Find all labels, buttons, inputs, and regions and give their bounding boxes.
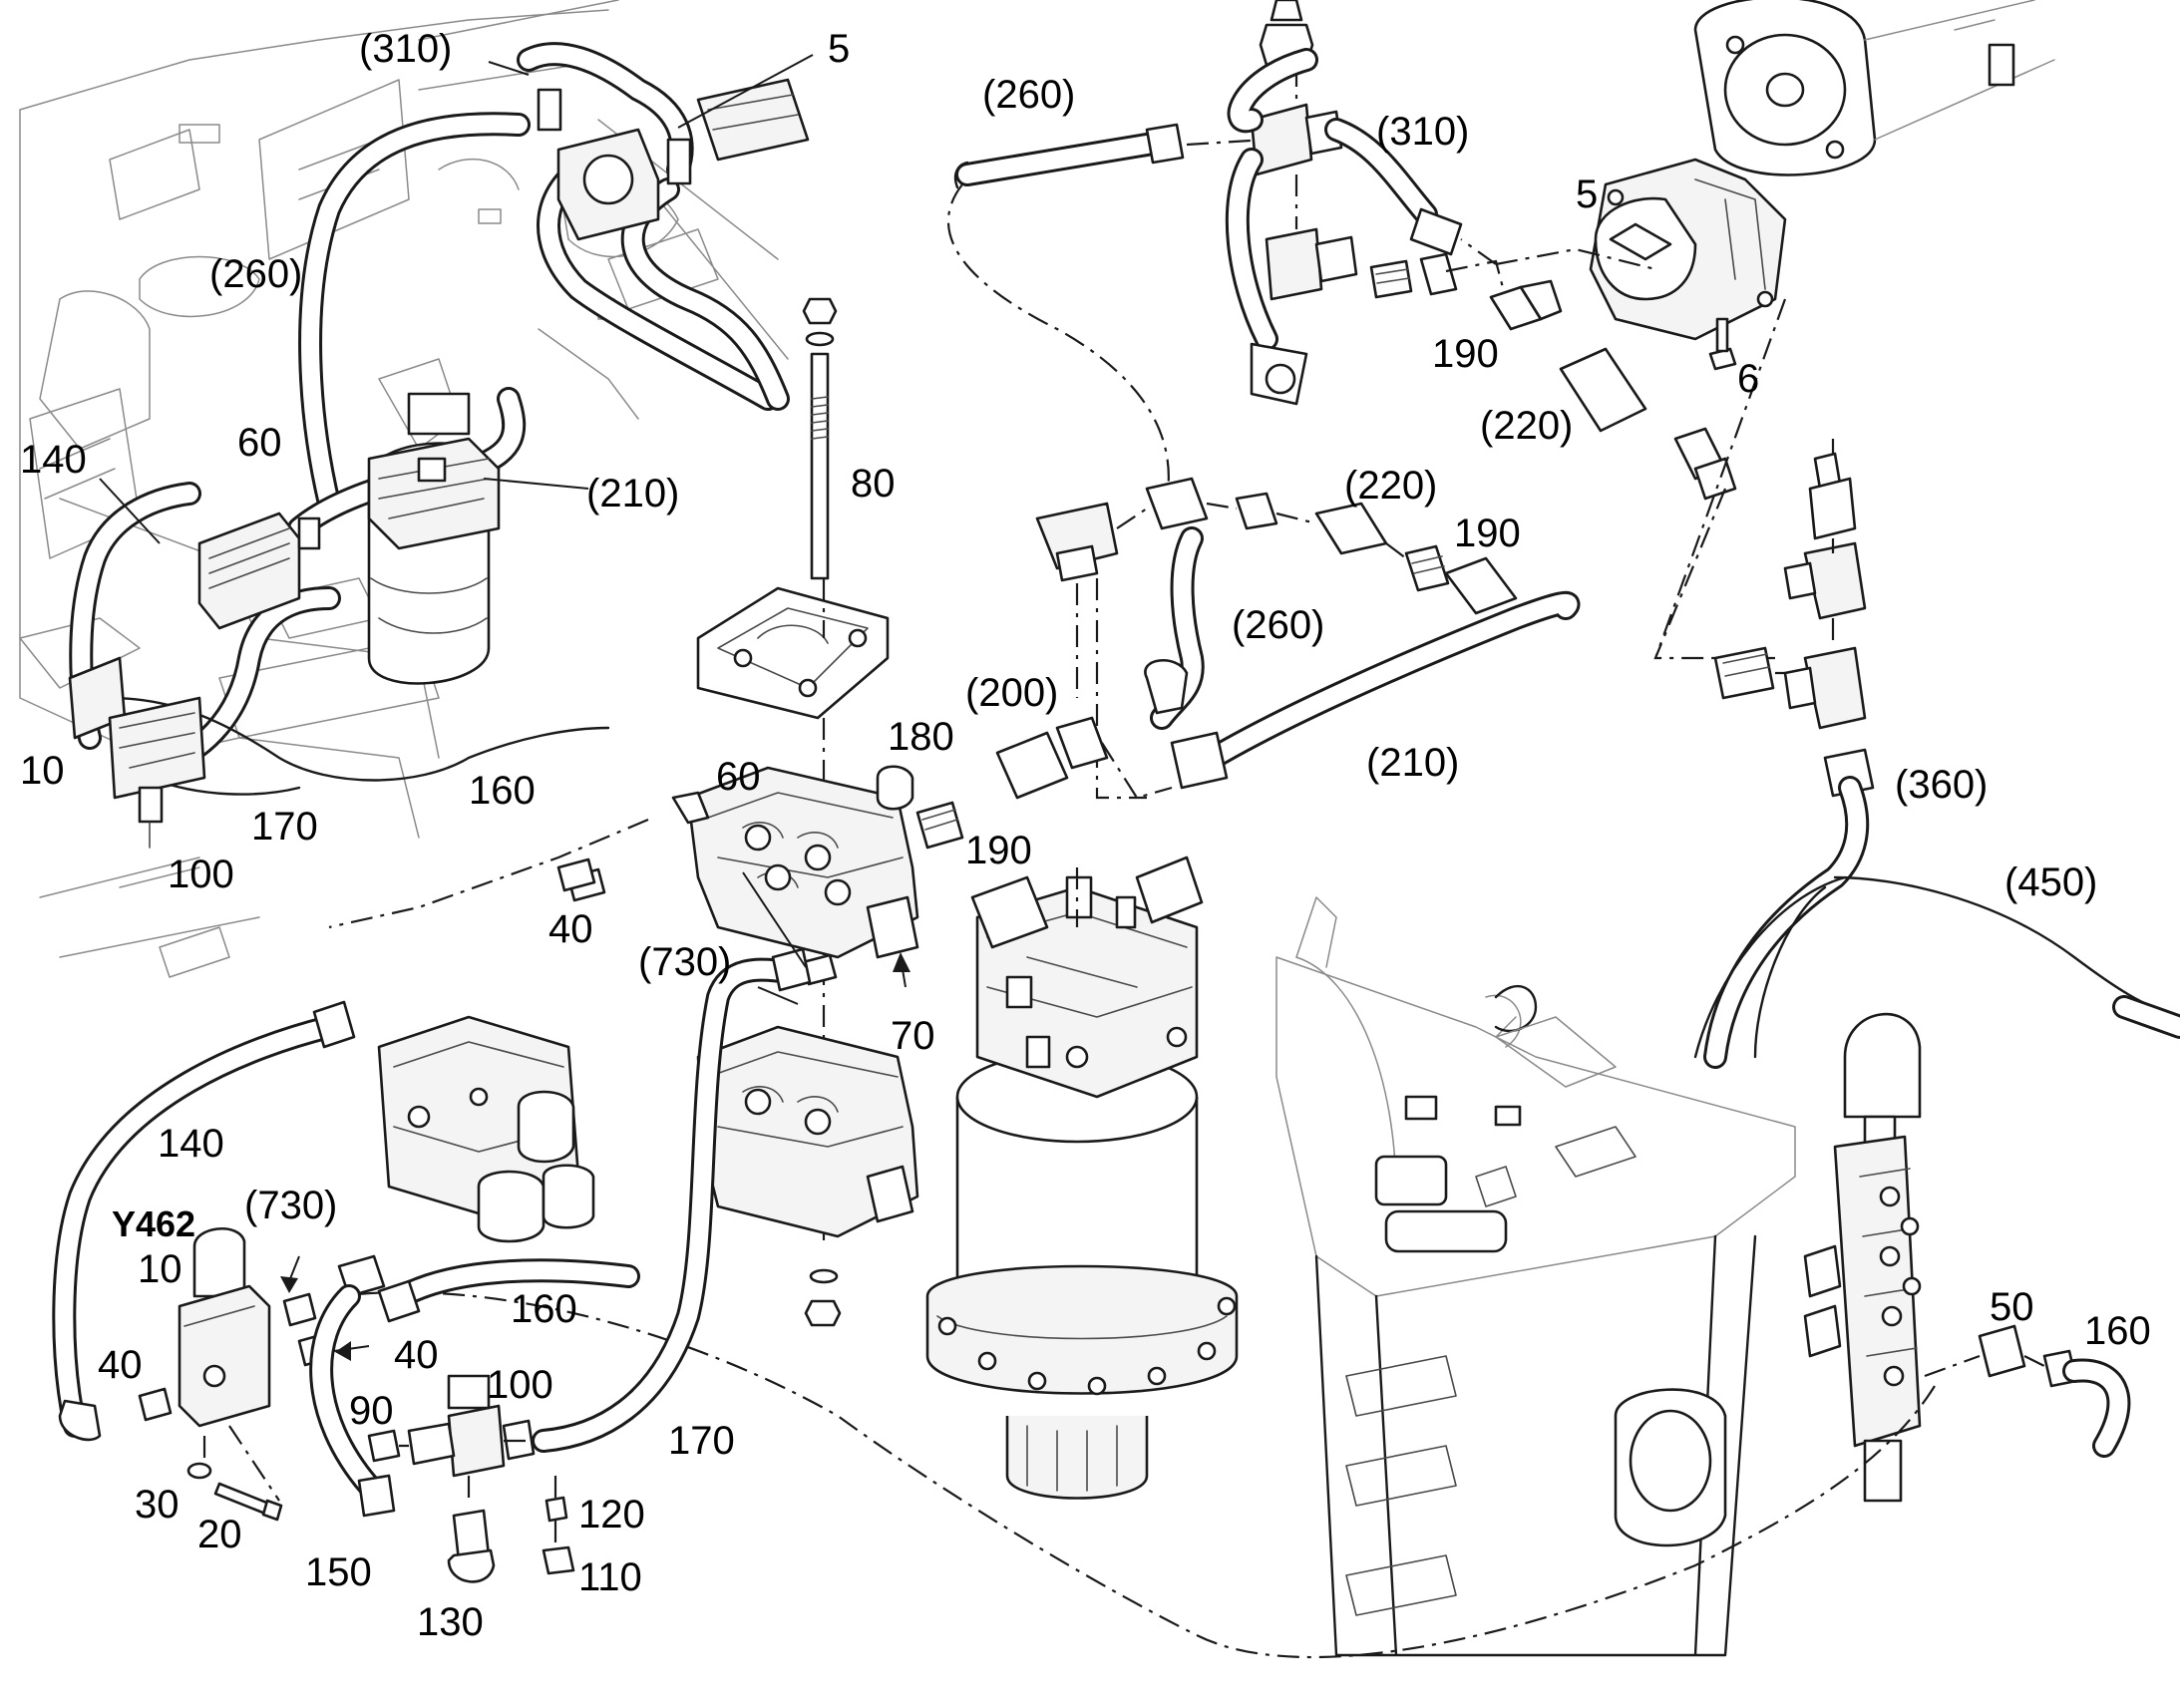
label-220-right: (220) xyxy=(1480,404,1573,448)
label-40-mid: 40 xyxy=(548,907,593,951)
mid-right-fittings xyxy=(995,477,1581,927)
label-730-lower: (730) xyxy=(244,1184,337,1227)
label-450: (450) xyxy=(2004,860,2097,904)
top-center-fittings xyxy=(946,0,1508,500)
label-10-upper: 10 xyxy=(20,749,65,793)
label-150: 150 xyxy=(305,1550,372,1594)
label-200: (200) xyxy=(965,671,1058,715)
label-90: 90 xyxy=(349,1389,394,1433)
center-valve-stack xyxy=(566,297,964,1327)
label-6: 6 xyxy=(1737,357,1759,401)
label-50: 50 xyxy=(1990,1285,2034,1329)
label-190-lower: 190 xyxy=(965,829,1032,872)
label-y462: Y462 xyxy=(112,1203,195,1244)
label-10-lower: 10 xyxy=(138,1247,182,1291)
label-220-mid: (220) xyxy=(1344,464,1437,508)
swing-motor xyxy=(925,855,1239,1500)
label-140-upper: 140 xyxy=(20,438,87,482)
label-60-upper: 60 xyxy=(237,421,282,465)
label-5-top: 5 xyxy=(828,27,850,71)
right-hose-bundle xyxy=(1693,439,2180,1069)
label-30: 30 xyxy=(135,1483,180,1527)
label-730-mid: (730) xyxy=(638,940,731,984)
label-80: 80 xyxy=(851,462,896,506)
label-140-lower: 140 xyxy=(158,1122,224,1166)
top-right-pump-assembly xyxy=(1460,0,2055,660)
label-40-lower-left: 40 xyxy=(98,1343,143,1387)
label-20: 20 xyxy=(197,1513,242,1556)
label-160-right: 160 xyxy=(2084,1309,2151,1353)
label-260-mid: (260) xyxy=(1232,603,1324,647)
label-160-upper: 160 xyxy=(469,769,536,813)
part-labels: (310) 5 (260) 140 60 (210) 10 160 170 10… xyxy=(20,27,2151,1644)
label-190-right: 190 xyxy=(1432,332,1499,376)
label-60-mid: 60 xyxy=(716,755,761,799)
label-170-lower: 170 xyxy=(668,1419,735,1463)
label-180: 180 xyxy=(888,715,954,759)
label-260-left: (260) xyxy=(209,252,302,296)
label-120: 120 xyxy=(578,1493,645,1537)
label-5-right: 5 xyxy=(1576,172,1598,216)
label-110: 110 xyxy=(578,1555,642,1599)
label-360: (360) xyxy=(1895,763,1988,807)
upper-left-hose-assembly xyxy=(68,42,810,849)
leader-lines xyxy=(99,54,910,1005)
label-100-upper: 100 xyxy=(168,853,234,896)
label-170-upper: 170 xyxy=(251,805,318,849)
label-210-upper: (210) xyxy=(586,472,679,515)
lower-right-frame xyxy=(338,896,2131,1659)
label-310-top: (310) xyxy=(359,27,452,71)
label-130: 130 xyxy=(417,1600,484,1644)
label-210-mid: (210) xyxy=(1366,741,1459,785)
label-190-mid: 190 xyxy=(1454,512,1521,555)
label-100-lower: 100 xyxy=(487,1363,553,1407)
label-160-lower: 160 xyxy=(511,1287,577,1331)
label-40-lower-right: 40 xyxy=(394,1333,439,1377)
label-260-top: (260) xyxy=(982,73,1075,117)
lower-left-assembly xyxy=(52,818,812,1583)
label-310-right: (310) xyxy=(1376,110,1469,154)
label-70: 70 xyxy=(891,1014,935,1058)
